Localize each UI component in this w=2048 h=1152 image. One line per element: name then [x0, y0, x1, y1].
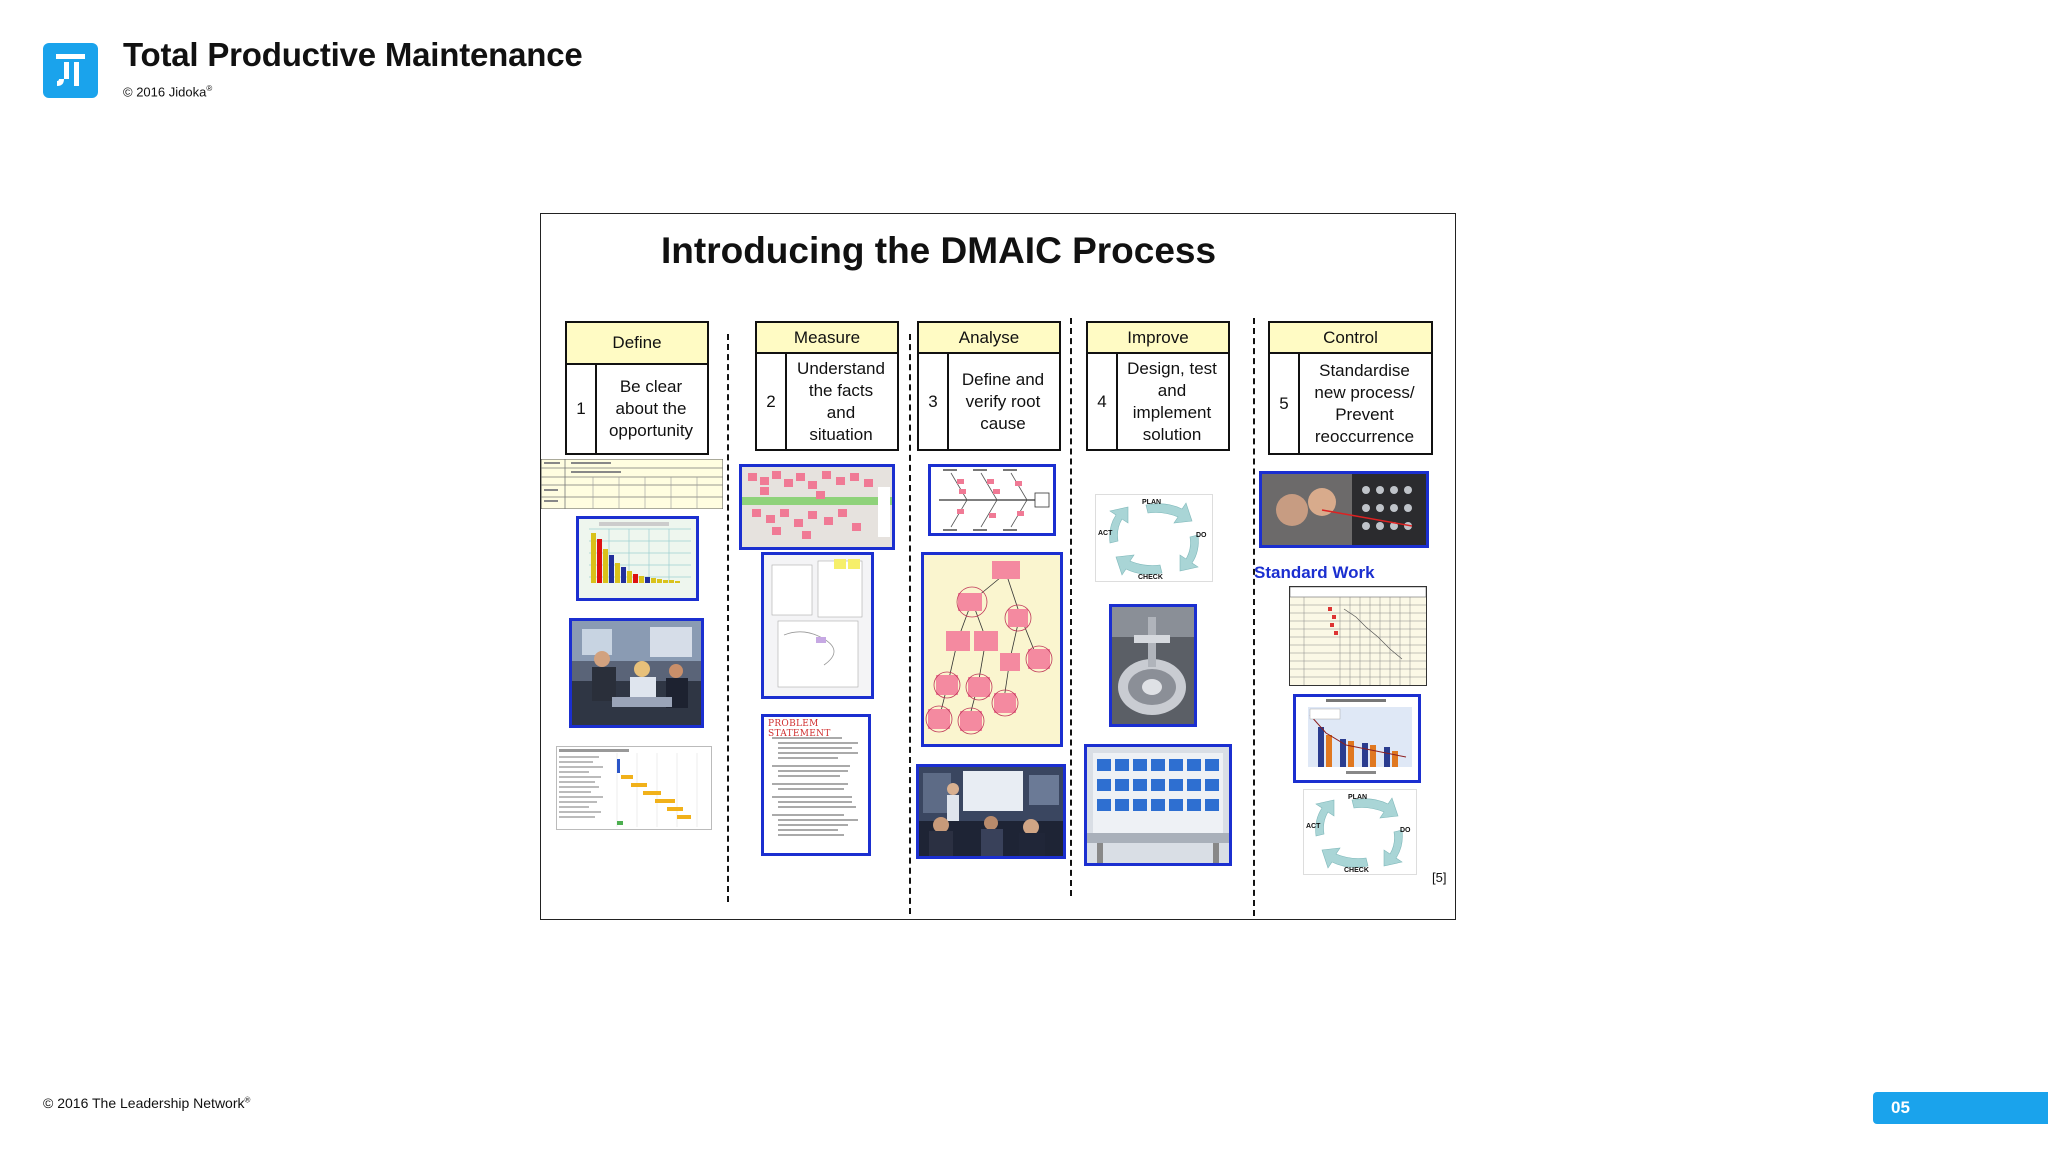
phase-analyse: Analyse 3 Define and verify root cause	[917, 321, 1061, 451]
phase-define: Define 1 Be clear about the opportunity	[565, 321, 709, 455]
problem-statement-thumbnail: PROBLEM STATEMENT	[761, 714, 871, 856]
phase-measure-name: Measure	[757, 323, 897, 354]
phase-analyse-number: 3	[919, 354, 949, 449]
team-presentation-photo	[916, 764, 1066, 859]
phase-control-name: Control	[1270, 323, 1431, 354]
phase-measure-number: 2	[757, 354, 787, 449]
pdca-plan-label: PLAN	[1348, 794, 1367, 801]
sticky-notes-wall-photo	[739, 464, 895, 550]
reference-marker: [5]	[1432, 870, 1447, 885]
pdca-plan-label: PLAN	[1142, 499, 1161, 506]
phase-control: Control 5 Standardise new process/ Preve…	[1268, 321, 1433, 455]
phase-divider	[1070, 318, 1072, 896]
phase-define-number: 1	[567, 365, 597, 453]
team-meeting-photo	[569, 618, 704, 728]
phase-control-description: Standardise new process/ Prevent reoccur…	[1314, 360, 1415, 446]
pdca-cycle-improve: PLAN DO CHECK ACT	[1095, 494, 1213, 582]
phase-divider	[1253, 318, 1255, 916]
pdca-do-label: DO	[1196, 532, 1207, 539]
gantt-chart-thumbnail	[556, 746, 712, 830]
tooling-board-photo	[1259, 471, 1429, 548]
phase-improve-number: 4	[1088, 354, 1118, 449]
slide-title: Introducing the DMAIC Process	[661, 230, 1217, 271]
jidoka-logo	[43, 43, 98, 98]
page-number: 05	[1891, 1098, 1910, 1117]
root-cause-tree-thumbnail	[921, 552, 1063, 747]
phase-improve-description: Design, test and implement solution	[1127, 358, 1217, 444]
phase-measure-description: Understand the facts and situation	[797, 358, 885, 444]
workstation-layout-photo	[1084, 744, 1232, 866]
page-number-tab: 05	[1873, 1092, 2048, 1124]
equipment-closeup-photo	[1109, 604, 1197, 727]
document-title: Total Productive Maintenance	[123, 36, 583, 73]
trend-chart-thumbnail	[1293, 694, 1421, 783]
process-map-thumbnail	[761, 552, 874, 699]
dmaic-slide: Introducing the DMAIC Process Define 1 B…	[540, 213, 1456, 920]
pdca-check-label: CHECK	[1138, 574, 1163, 581]
standard-work-sheet-thumbnail	[1289, 586, 1427, 686]
project-charter-table-thumbnail	[541, 459, 723, 509]
phase-control-number: 5	[1270, 354, 1300, 453]
pdca-act-label: ACT	[1098, 530, 1113, 537]
problem-statement-heading: PROBLEM STATEMENT	[768, 719, 831, 739]
document-copyright: © 2016 Jidoka®	[123, 84, 213, 100]
phase-analyse-description: Define and verify root cause	[961, 369, 1045, 433]
phase-improve: Improve 4 Design, test and implement sol…	[1086, 321, 1230, 451]
phase-divider	[727, 334, 729, 902]
pareto-chart-thumbnail	[576, 516, 699, 601]
pdca-check-label: CHECK	[1344, 867, 1369, 874]
fishbone-diagram-thumbnail	[928, 464, 1056, 536]
phase-define-name: Define	[567, 323, 707, 365]
pdca-act-label: ACT	[1306, 823, 1321, 830]
phase-define-description: Be clear about the opportunity	[608, 377, 694, 440]
pdca-cycle-control: PLAN DO CHECK ACT	[1303, 789, 1417, 875]
footer-copyright: © 2016 The Leadership Network®	[43, 1095, 251, 1111]
phase-divider	[909, 334, 911, 914]
phase-measure: Measure 2 Understand the facts and situa…	[755, 321, 899, 451]
pdca-do-label: DO	[1400, 827, 1411, 834]
phase-improve-name: Improve	[1088, 323, 1228, 354]
standard-work-label: Standard Work	[1254, 563, 1375, 582]
phase-analyse-name: Analyse	[919, 323, 1059, 354]
